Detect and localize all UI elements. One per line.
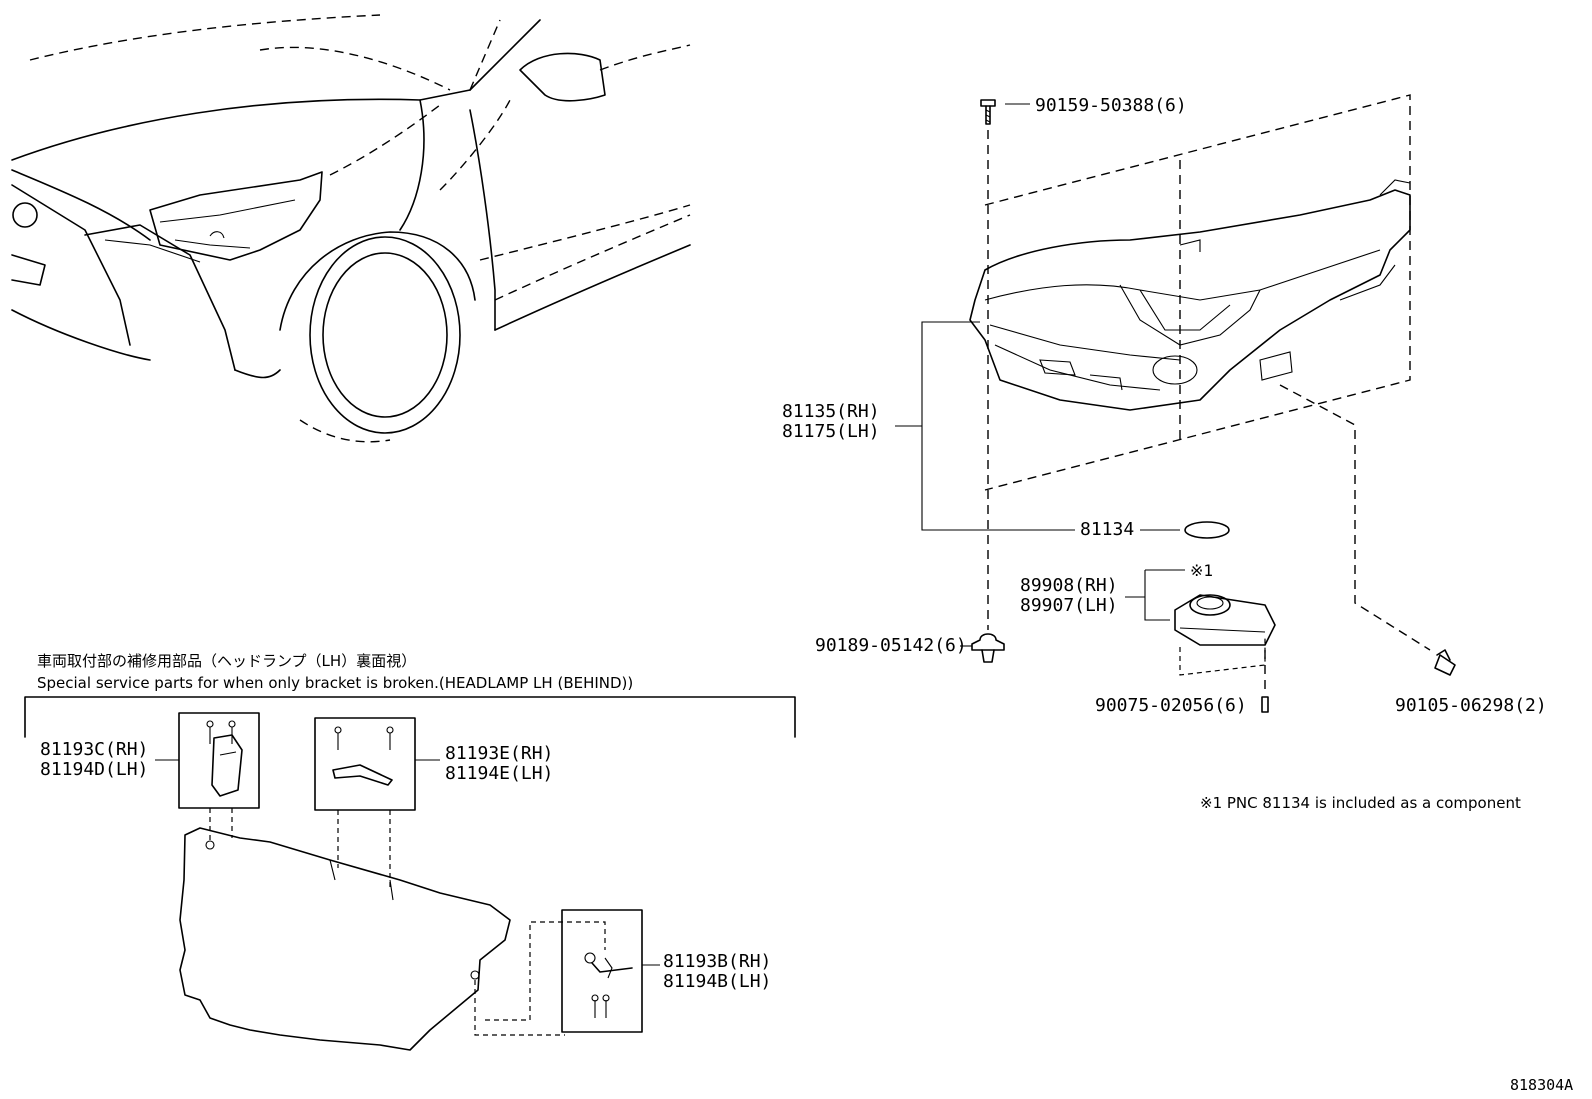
callout-90105: 90105-06298(2) xyxy=(1395,695,1547,716)
callout-81175: 81175(LH) xyxy=(782,421,880,442)
component-note: ※1 PNC 81134 is included as a component xyxy=(1200,794,1521,812)
diagram-id: 818304A xyxy=(1510,1076,1574,1094)
callout-81194B: 81194B(LH) xyxy=(663,971,772,992)
callout-81193C: 81193C(RH) xyxy=(40,739,149,760)
callout-mark-1: ※1 xyxy=(1190,561,1214,580)
callout-90189: 90189-05142(6) xyxy=(815,635,967,656)
callout-81193B: 81193B(RH) xyxy=(663,951,772,972)
callout-81193E: 81193E(RH) xyxy=(445,743,554,764)
bracket-title-japanese: 車両取付部の補修用部品（ヘッドランプ（LH）裏面視） xyxy=(37,652,417,670)
screw-90075-icon xyxy=(1261,696,1269,713)
clip-90189-icon xyxy=(971,633,1005,663)
bolt-90105-icon xyxy=(1434,649,1456,676)
callout-81194D: 81194D(LH) xyxy=(40,759,149,780)
bracket-title-english: Special service parts for when only brac… xyxy=(37,674,634,692)
callout-81194E: 81194E(LH) xyxy=(445,763,554,784)
callout-89908: 89908(RH) xyxy=(1020,575,1118,596)
ballast-89908-icon xyxy=(1174,594,1276,646)
bracket-section xyxy=(24,696,796,1051)
callout-89907: 89907(LH) xyxy=(1020,595,1118,616)
headlamp-assembly xyxy=(969,94,1411,491)
callout-81135: 81135(RH) xyxy=(782,401,880,422)
callout-81134: 81134 xyxy=(1080,519,1135,540)
callout-90159: 90159-50388(6) xyxy=(1035,95,1187,116)
bolt-90159-icon xyxy=(980,99,996,125)
o-ring-81134-icon xyxy=(1184,521,1230,539)
vehicle-sketch xyxy=(11,14,691,443)
callout-90075: 90075-02056(6) xyxy=(1095,695,1247,716)
